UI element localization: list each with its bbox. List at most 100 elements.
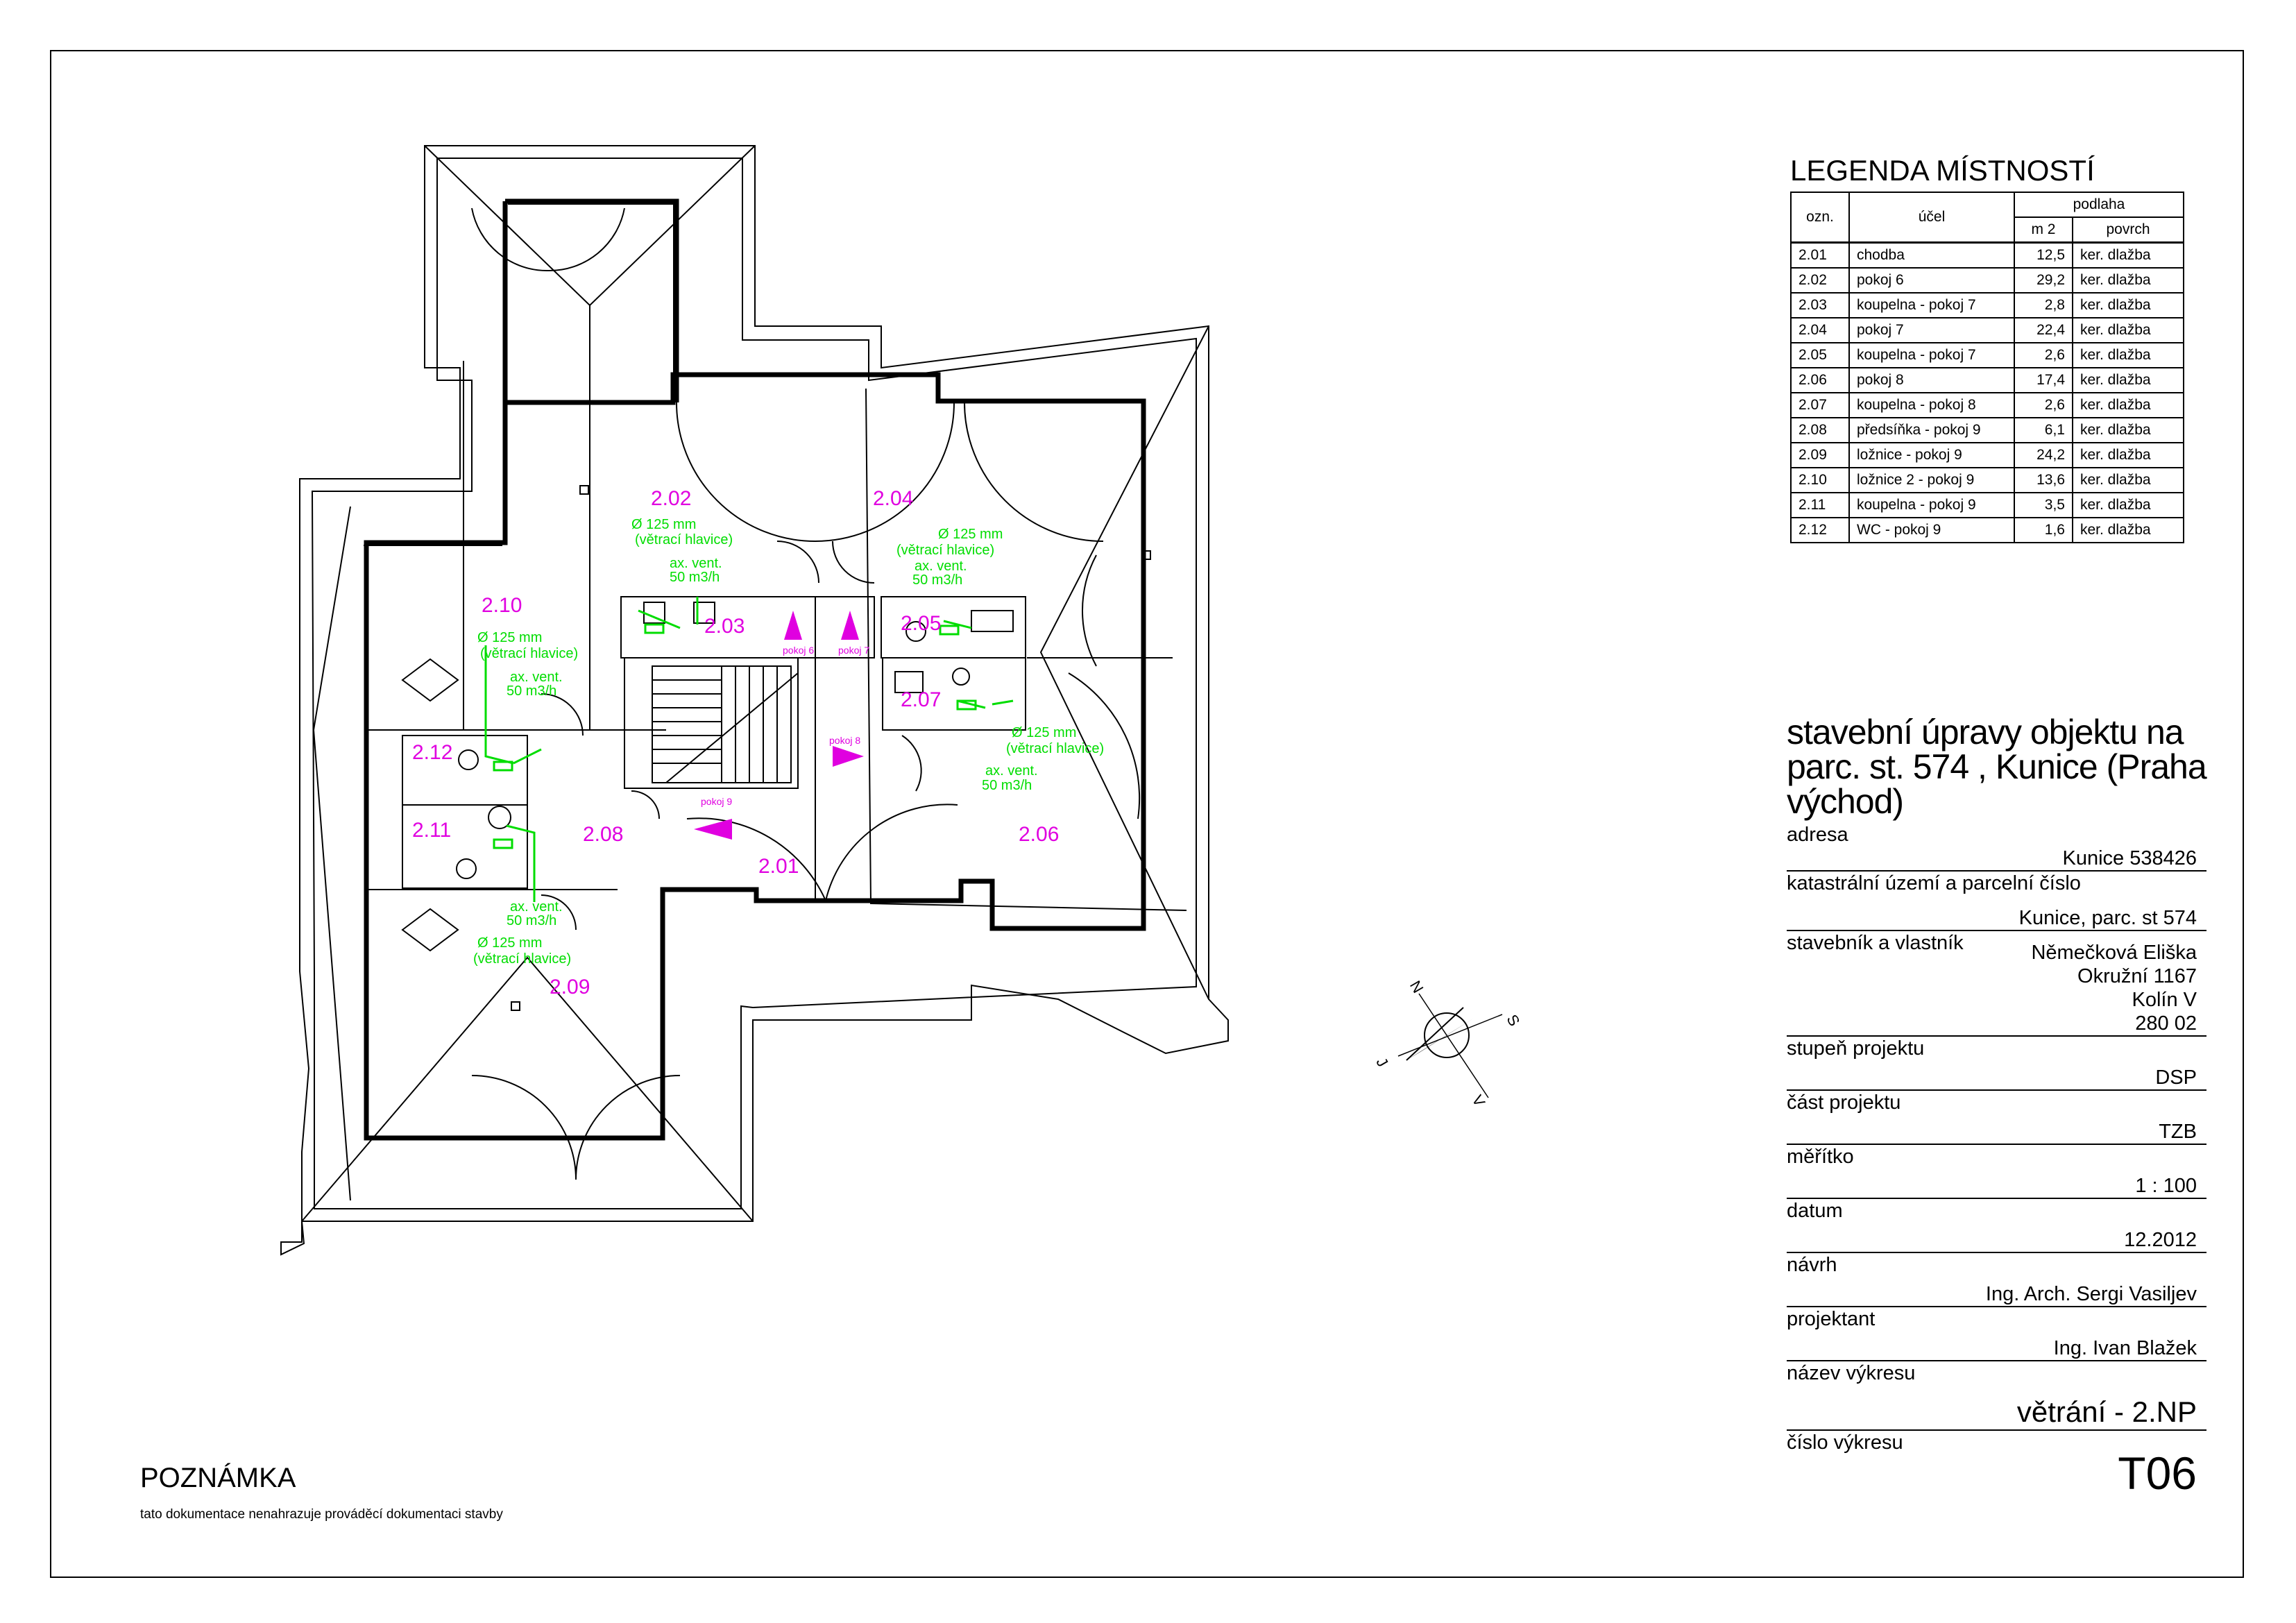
legend-cell-id: 2.05 — [1790, 342, 1850, 368]
cadastre-label: katastrální území a parcelní číslo — [1787, 872, 2081, 894]
room-label: 2.04 — [873, 487, 913, 510]
walls — [364, 198, 1146, 1141]
drawing-no-label: číslo výkresu — [1787, 1431, 1903, 1454]
legend-cell-purpose: koupelna - pokoj 7 — [1848, 292, 2015, 318]
room-label: 2.12 — [412, 741, 452, 764]
design-label: návrh — [1787, 1254, 1837, 1276]
vent-head: (větrací hlavice) — [1006, 741, 1104, 756]
vent-flow: 50 m3/h — [912, 572, 962, 588]
vent-diameter: Ø 125 mm — [477, 935, 542, 951]
room-label: 2.01 — [758, 855, 799, 878]
legend-cell-surface: ker. dlažba — [2072, 267, 2184, 294]
legend-cell-purpose: pokoj 7 — [1848, 317, 2015, 343]
legend-cell-surface: ker. dlažba — [2072, 492, 2184, 518]
vent-fan: ax. vent. — [510, 670, 563, 685]
row-part: část projektu TZB — [1787, 1091, 2206, 1145]
row-drawing-no: číslo výkresu T06 — [1787, 1431, 2206, 1499]
legend-cell-id: 2.10 — [1790, 467, 1850, 493]
partitions — [364, 203, 1173, 901]
staircase — [652, 665, 799, 783]
vent-diameter: Ø 125 mm — [631, 517, 696, 532]
room-label: 2.06 — [1019, 823, 1059, 846]
row-drawing-name: název výkresu větrání - 2.NP — [1787, 1361, 2206, 1431]
arrow-label: pokoj 8 — [829, 735, 860, 746]
legend-cell-surface: ker. dlažba — [2072, 442, 2184, 468]
row-scale: měřítko 1 : 100 — [1787, 1145, 2206, 1199]
drawing-no-value: T06 — [2118, 1447, 2197, 1499]
drawing-frame — [50, 50, 2244, 1578]
arrow-label: pokoj 6 — [783, 645, 814, 656]
stage-label: stupeň projektu — [1787, 1037, 1925, 1060]
legend-cell-id: 2.08 — [1790, 417, 1850, 443]
drawing-name-label: název výkresu — [1787, 1362, 1916, 1384]
legend-cell-surface: ker. dlažba — [2072, 292, 2184, 318]
north-arrow: N S J V — [1372, 978, 1523, 1110]
drawing-name-value: větrání - 2.NP — [2016, 1395, 2197, 1428]
pipe-markers — [511, 485, 1151, 1011]
legend-cell-surface: ker. dlažba — [2072, 417, 2184, 443]
arrow-label: pokoj 9 — [701, 796, 732, 807]
project-title: stavební úpravy objektu na parc. st. 574… — [1787, 713, 2207, 821]
row-address: adresa Kunice 538426 — [1787, 823, 2206, 872]
vent-flow: 50 m3/h — [507, 913, 556, 928]
legend-cell-area: 17,4 — [2014, 367, 2073, 393]
door-arcs — [401, 207, 1141, 1180]
vent-diameter: Ø 125 mm — [477, 630, 542, 645]
room-label: 2.05 — [901, 612, 941, 635]
ventilation-symbols — [484, 597, 1014, 902]
room-label: 2.09 — [550, 976, 590, 999]
compass-n: N — [1406, 978, 1427, 996]
stage-value: DSP — [2155, 1067, 2197, 1089]
legend-cell-purpose: chodba — [1848, 241, 2015, 269]
legend-cell-area: 3,5 — [2014, 492, 2073, 518]
owner-value: Němečková Eliška Okružní 1167 Kolín V 28… — [2031, 942, 2197, 1035]
legend-cell-surface: ker. dlažba — [2072, 241, 2184, 269]
flow-arrows — [694, 611, 864, 840]
compass-v: V — [1468, 1092, 1488, 1110]
vent-fan: ax. vent. — [510, 899, 563, 915]
vent-flow: 50 m3/h — [670, 570, 720, 585]
roof-outline — [280, 145, 1229, 1256]
vent-head: (větrací hlavice) — [480, 646, 578, 661]
legend-cell-area: 2,6 — [2014, 392, 2073, 418]
vent-fan: ax. vent. — [985, 763, 1038, 779]
legend-cell-id: 2.07 — [1790, 392, 1850, 418]
engineer-label: projektant — [1787, 1308, 1876, 1330]
legend-cell-id: 2.04 — [1790, 317, 1850, 343]
scale-label: měřítko — [1787, 1146, 1854, 1168]
row-owner: stavebník a vlastník Němečková Eliška Ok… — [1787, 931, 2206, 1037]
vent-diameter: Ø 125 mm — [1012, 725, 1076, 740]
room-label: 2.08 — [583, 823, 623, 846]
address-value: Kunice 538426 — [2062, 847, 2197, 869]
legend-cell-id: 2.06 — [1790, 367, 1850, 393]
arrow-label: pokoj 7 — [838, 645, 869, 656]
cadastre-value: Kunice, parc. st 574 — [2018, 907, 2197, 929]
date-value: 12.2012 — [2124, 1229, 2197, 1251]
header-area: m 2 — [2014, 216, 2073, 244]
design-value: Ing. Arch. Sergi Vasiljev — [1985, 1283, 2197, 1305]
legend-cell-area: 24,2 — [2014, 442, 2073, 468]
legend-cell-area: 6,1 — [2014, 417, 2073, 443]
row-design: návrh Ing. Arch. Sergi Vasiljev — [1787, 1253, 2206, 1307]
room-label: 2.10 — [482, 594, 522, 617]
header-id: ozn. — [1790, 192, 1850, 244]
vent-head: (větrací hlavice) — [473, 951, 571, 967]
room-label: 2.07 — [901, 688, 941, 711]
vent-fan: ax. vent. — [670, 556, 722, 571]
legend-title: LEGENDA MÍSTNOSTÍ — [1790, 154, 2095, 187]
header-surface: povrch — [2072, 216, 2184, 244]
legend-cell-surface: ker. dlažba — [2072, 517, 2184, 543]
legend-cell-id: 2.01 — [1790, 241, 1850, 269]
address-label: adresa — [1787, 824, 1848, 846]
legend-cell-purpose: WC - pokoj 9 — [1848, 517, 2015, 543]
room-label: 2.02 — [651, 487, 691, 510]
